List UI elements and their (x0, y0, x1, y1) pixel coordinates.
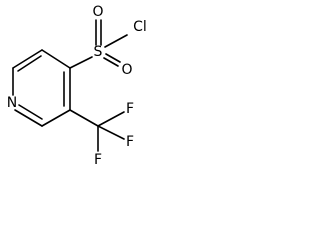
atom-label-fluorine-right: F (126, 134, 134, 150)
atom-label-fluorine-top: F (126, 101, 134, 117)
atom-label-sulfur: S (94, 44, 103, 60)
atom-labels: N S O O Cl F F F (7, 4, 147, 168)
sulfonyl-chloride-group (69, 19, 128, 69)
bond-c4-c5 (41, 49, 71, 69)
structural-formula: N S O O Cl F F F (7, 4, 147, 168)
atom-label-sulfonyl-oxygen-bottom: O (121, 62, 132, 78)
trifluoromethyl-group (69, 109, 125, 152)
bond-cf3-f-right (97, 125, 125, 140)
bond-s-o-bottom-b (105, 53, 121, 63)
bond-c5-c6-inner (17, 55, 42, 72)
bond-c3-cf3 (69, 109, 99, 127)
pyridine-ring (12, 49, 71, 127)
bond-c5-c6 (12, 49, 43, 69)
bond-s-cl (104, 34, 128, 48)
bond-s-o-bottom-a (103, 57, 119, 67)
atom-label-chlorine: Cl (133, 19, 147, 35)
bond-c2-c3 (41, 109, 71, 127)
bond-n1-c2-inner (18, 104, 43, 120)
atom-label-sulfonyl-oxygen-top: O (92, 4, 103, 20)
bond-cf3-f-top (97, 111, 125, 127)
bond-n1-c2 (14, 109, 43, 127)
bond-c4-s (69, 56, 93, 69)
atom-label-fluorine-bottom: F (94, 152, 102, 168)
atom-label-ring-nitrogen: N (7, 95, 17, 111)
